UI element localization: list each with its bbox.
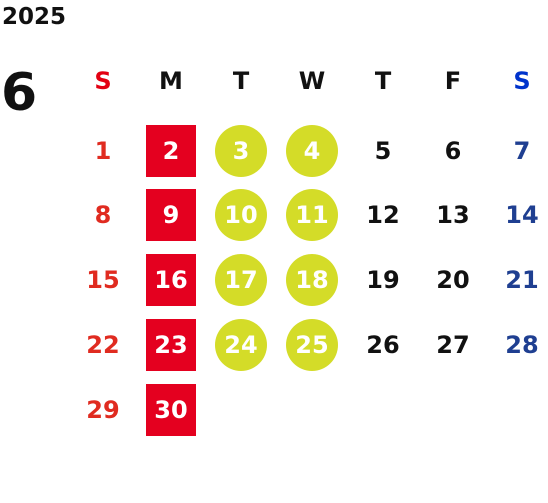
day-cell-20[interactable]: 20 [436, 266, 470, 294]
day-cell-10[interactable]: 10 [215, 189, 267, 241]
day-cell-17[interactable]: 17 [215, 254, 267, 306]
day-cell-19[interactable]: 19 [366, 266, 400, 294]
weekday-label: W [298, 67, 326, 95]
day-cell-18[interactable]: 18 [286, 254, 338, 306]
day-cell-12[interactable]: 12 [366, 201, 400, 229]
day-cell-13[interactable]: 13 [436, 201, 470, 229]
day-cell-5[interactable]: 5 [374, 137, 392, 165]
day-cell-7[interactable]: 7 [513, 137, 531, 165]
weekday-label: F [444, 67, 462, 95]
day-cell-3[interactable]: 3 [215, 125, 267, 177]
day-cell-2[interactable]: 2 [146, 125, 196, 177]
day-cell-11[interactable]: 11 [286, 189, 338, 241]
day-cell-23[interactable]: 23 [146, 319, 196, 371]
weekday-label: M [159, 67, 183, 95]
day-cell-24[interactable]: 24 [215, 319, 267, 371]
weekday-label: S [94, 67, 112, 95]
day-cell-26[interactable]: 26 [366, 331, 400, 359]
day-cell-1[interactable]: 1 [94, 137, 112, 165]
day-cell-27[interactable]: 27 [436, 331, 470, 359]
calendar-year: 2025 [2, 4, 67, 30]
day-cell-6[interactable]: 6 [444, 137, 462, 165]
day-cell-16[interactable]: 16 [146, 254, 196, 306]
day-cell-25[interactable]: 25 [286, 319, 338, 371]
day-cell-14[interactable]: 14 [505, 201, 539, 229]
day-cell-30[interactable]: 30 [146, 384, 196, 436]
day-cell-28[interactable]: 28 [505, 331, 539, 359]
day-cell-4[interactable]: 4 [286, 125, 338, 177]
weekday-label: T [232, 67, 250, 95]
day-cell-8[interactable]: 8 [94, 201, 112, 229]
day-cell-9[interactable]: 9 [146, 189, 196, 241]
day-cell-29[interactable]: 29 [86, 396, 120, 424]
day-cell-22[interactable]: 22 [86, 331, 120, 359]
weekday-label: T [374, 67, 392, 95]
day-cell-21[interactable]: 21 [505, 266, 539, 294]
weekday-label: S [513, 67, 531, 95]
day-cell-15[interactable]: 15 [86, 266, 120, 294]
calendar-month: 6 [1, 63, 38, 123]
